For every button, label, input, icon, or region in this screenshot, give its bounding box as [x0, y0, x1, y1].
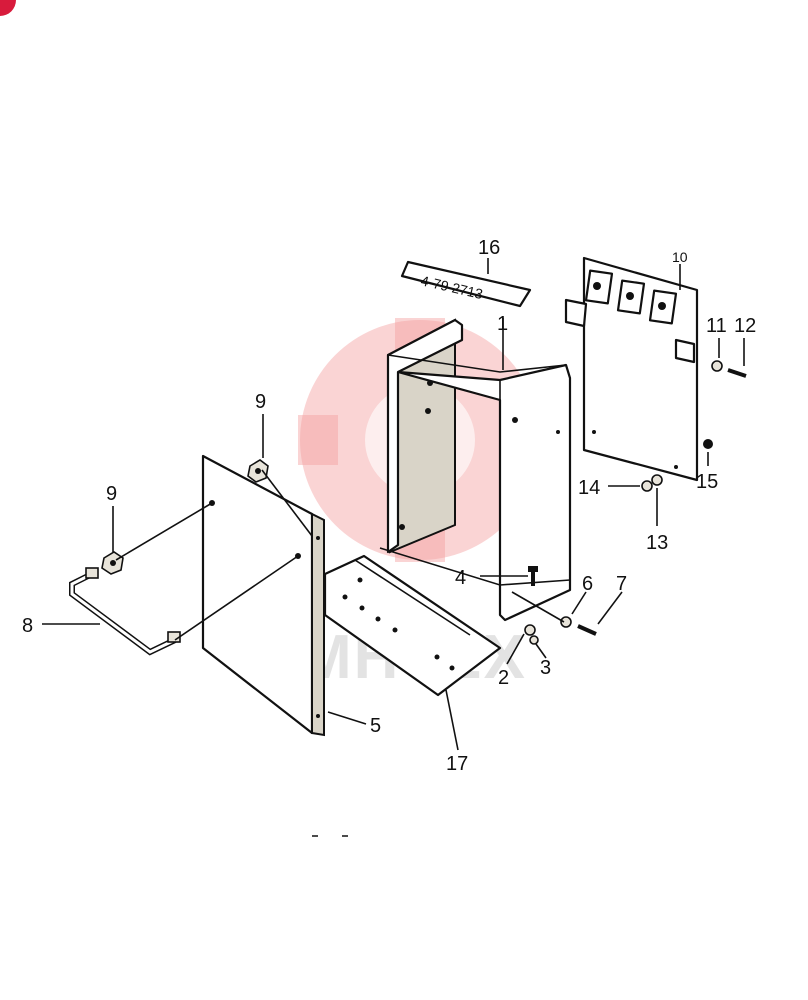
callout-7: 7: [616, 573, 627, 595]
part-16-nameplate: 4-79 2713: [400, 260, 532, 308]
corner-badge: [0, 0, 16, 16]
bolt-7: [577, 624, 597, 636]
nut-9-a: [247, 459, 269, 483]
callout-1: 1: [497, 313, 508, 335]
screw-4: [528, 566, 538, 586]
part-10-panel: [564, 256, 699, 482]
callout-leaders: [42, 258, 745, 751]
callout-9a: 9: [255, 391, 266, 413]
washer-13: [651, 474, 663, 486]
callout-9b: 9: [106, 483, 117, 505]
callout-6: 6: [582, 573, 593, 595]
callout-17: 17: [446, 753, 468, 775]
callout-15: 15: [696, 471, 718, 493]
part-1-housing: [379, 318, 572, 622]
callout-13: 13: [646, 532, 668, 554]
part-17-base: [323, 554, 502, 697]
nut-2-3: [524, 624, 539, 645]
callout-2: 2: [498, 667, 509, 689]
bolt-12: [727, 368, 747, 378]
callout-10: 10: [672, 249, 688, 265]
washer-6: [560, 616, 572, 628]
nut-9-b: [101, 551, 124, 575]
washer-11: [711, 360, 723, 372]
callout-3: 3: [540, 657, 551, 679]
callout-5: 5: [370, 715, 381, 737]
callout-16: 16: [478, 237, 500, 259]
callout-11: 11: [706, 315, 727, 337]
nut-14: [641, 480, 653, 492]
callout-14: 14: [578, 477, 600, 499]
callout-4: 4: [455, 567, 466, 589]
part-5-cover: [201, 454, 325, 737]
callout-8: 8: [22, 615, 33, 637]
nut-15: [703, 439, 713, 449]
callout-12: 12: [734, 315, 756, 337]
part-8-u-bolt: [69, 567, 181, 656]
